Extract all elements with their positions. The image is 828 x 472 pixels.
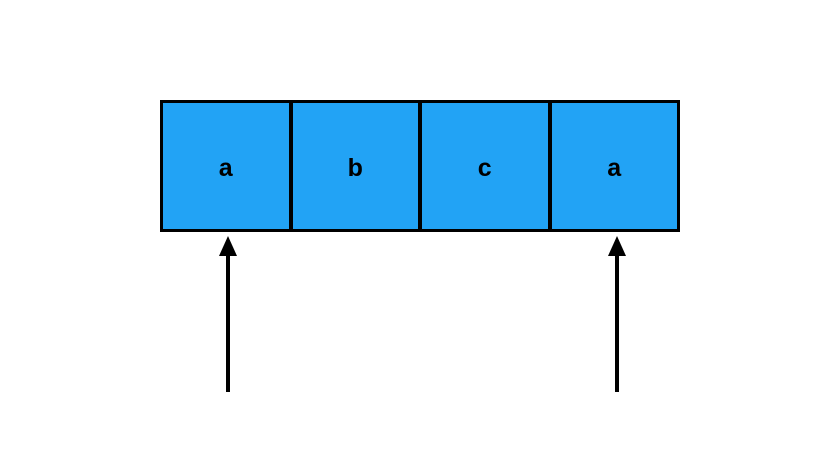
up-arrowhead-icon: [219, 236, 237, 256]
array-row: a b c a: [160, 100, 680, 232]
cell-label-0: a: [218, 153, 233, 182]
right-pointer-arrow: [608, 236, 626, 392]
arrow-shaft: [226, 253, 230, 392]
cell-label-2: c: [477, 153, 492, 182]
array-cell-2: c: [418, 103, 548, 229]
left-pointer-arrow: [219, 236, 237, 392]
array-cell-0: a: [163, 103, 289, 229]
up-arrowhead-icon: [608, 236, 626, 256]
cell-label-1: b: [347, 153, 363, 182]
arrow-shaft: [615, 253, 619, 392]
cell-label-3: a: [607, 153, 622, 182]
array-cell-3: a: [547, 103, 677, 229]
array-cell-1: b: [288, 103, 418, 229]
